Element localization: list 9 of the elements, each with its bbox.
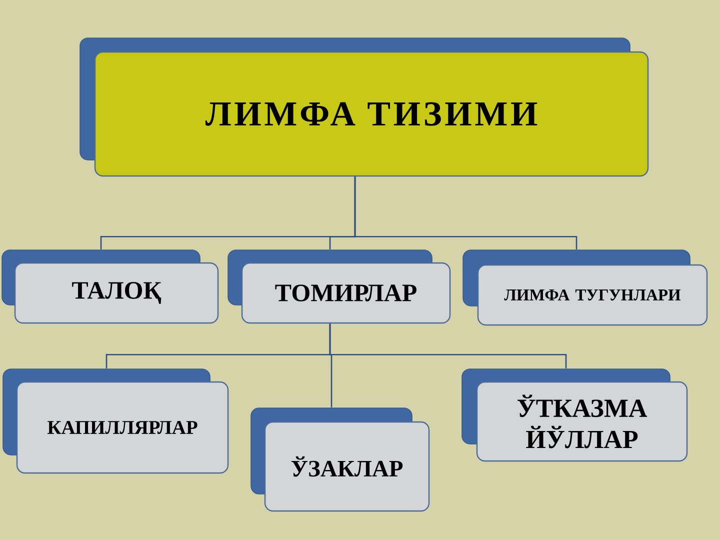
connector-line [354, 176, 578, 250]
process-box: ЎЗАКЛАР [250, 408, 430, 512]
process-box: ТОМИРЛАР [228, 250, 451, 324]
process-box: ЛИМФА ТИЗИМИ [80, 38, 649, 177]
process-box: ЎТКАЗМА ЙЎЛЛАР [462, 368, 688, 462]
process-box: КАПИЛЛЯРЛАР [2, 368, 229, 474]
process-box: ТАЛОҚ [2, 250, 219, 324]
process-box: ЛИМФА ТУГУНЛАРИ [462, 250, 708, 326]
connector-line [329, 324, 567, 368]
